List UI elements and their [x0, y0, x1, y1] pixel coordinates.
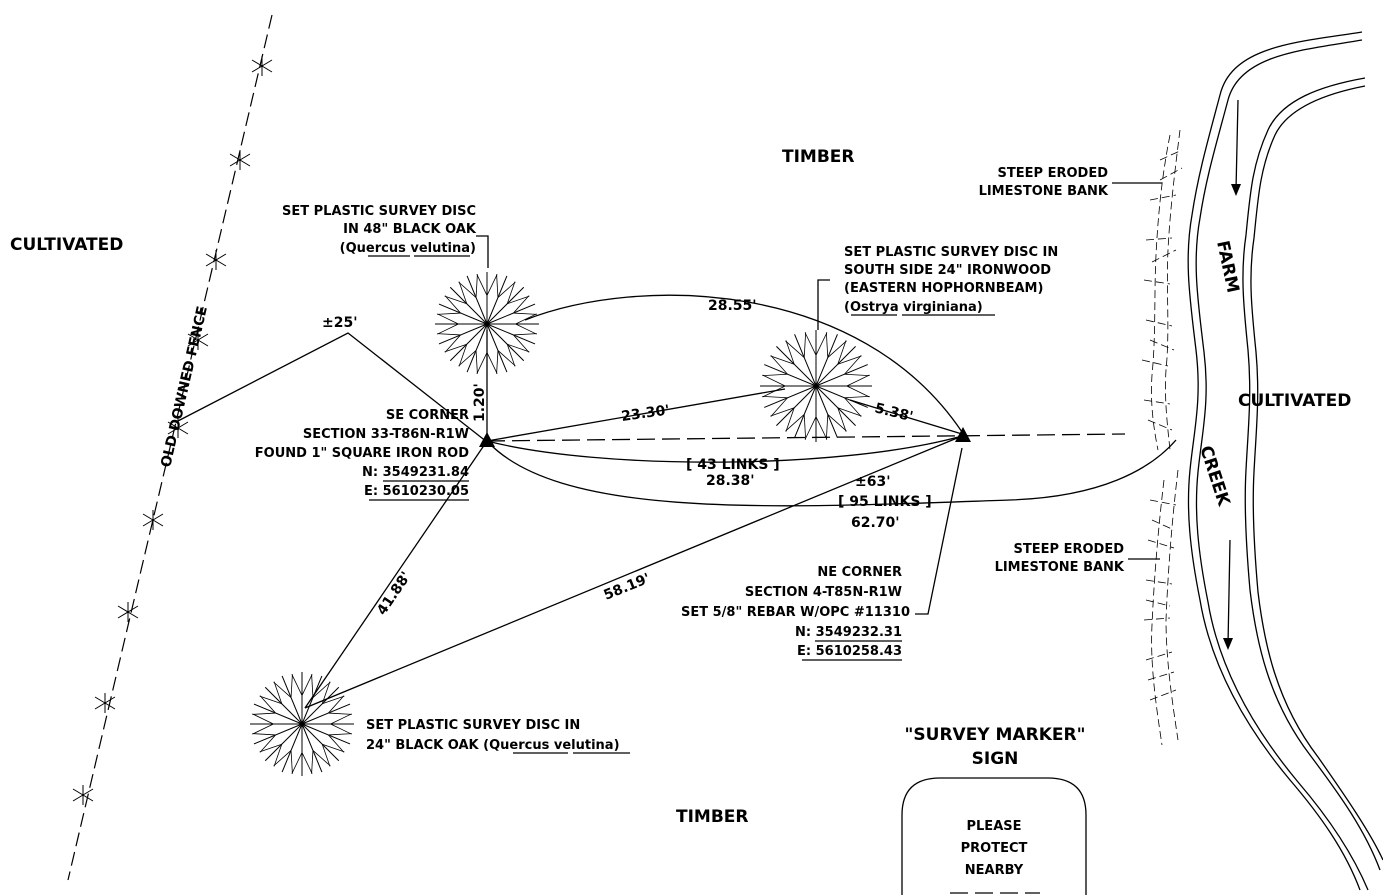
se-corner-monument	[479, 432, 495, 447]
svg-text:SET 5/8" REBAR W/OPC #11310: SET 5/8" REBAR W/OPC #11310	[681, 605, 910, 620]
svg-text:SECTION 4-T85N-R1W: SECTION 4-T85N-R1W	[745, 585, 902, 600]
dist-28-38: 28.38'	[706, 473, 755, 489]
survey-marker-sign: "SURVEY MARKER" SIGN PLEASE PROTECT NEAR…	[901, 725, 1087, 895]
sign-text-line2: PROTECT	[961, 841, 1028, 856]
svg-text:NE CORNER: NE CORNER	[817, 565, 902, 580]
area-cultivated-west: CULTIVATED	[10, 235, 123, 255]
old-fence: OLD DOWNED FENCE	[67, 14, 273, 881]
upper-bank	[1141, 129, 1183, 451]
tree-ironwood-24	[760, 330, 872, 442]
sign-title-line2: SIGN	[972, 749, 1019, 769]
sign-text-line1: PLEASE	[967, 819, 1022, 834]
svg-text:STEEP ERODED: STEEP ERODED	[998, 166, 1109, 181]
svg-text:SET PLASTIC SURVEY DISC IN: SET PLASTIC SURVEY DISC IN	[844, 245, 1058, 260]
fence-label: OLD DOWNED FENCE	[158, 305, 211, 469]
svg-text:IN 48" BLACK OAK: IN 48" BLACK OAK	[343, 222, 477, 237]
svg-text:SOUTH SIDE 24" IRONWOOD: SOUTH SIDE 24" IRONWOOD	[844, 263, 1051, 278]
dist-fence-tie: ±25'	[322, 315, 358, 331]
lower-bank-label: STEEP ERODED LIMESTONE BANK	[995, 542, 1160, 575]
tree-black-oak-24	[250, 672, 354, 776]
creek-label-creek: CREEK	[1195, 443, 1233, 509]
upper-bank-label: STEEP ERODED LIMESTONE BANK	[979, 166, 1162, 199]
svg-text:SE CORNER: SE CORNER	[386, 408, 469, 423]
svg-text:FOUND 1" SQUARE IRON ROD: FOUND 1" SQUARE IRON ROD	[255, 446, 469, 461]
ironwood-label: SET PLASTIC SURVEY DISC IN SOUTH SIDE 24…	[844, 245, 1058, 316]
svg-text:E: 5610230.05: E: 5610230.05	[364, 484, 469, 499]
dist-62-70: 62.70'	[851, 515, 900, 531]
svg-text:STEEP ERODED: STEEP ERODED	[1014, 542, 1125, 557]
svg-text:LIMESTONE BANK: LIMESTONE BANK	[979, 184, 1109, 199]
dist-se-to-ironwood: 23.30'	[620, 402, 670, 425]
svg-text:LIMESTONE BANK: LIMESTONE BANK	[995, 560, 1125, 575]
svg-text:SET PLASTIC SURVEY DISC IN: SET PLASTIC SURVEY DISC IN	[366, 718, 580, 733]
dist-ne-to-oak24: 58.19'	[602, 571, 653, 604]
dist-ironwood-to-ne: 5.38'	[873, 400, 915, 425]
tree-black-oak-48	[435, 272, 539, 376]
lower-bank	[1143, 469, 1179, 746]
ne-corner-label: NE CORNER SECTION 4-T85N-R1W SET 5/8" RE…	[681, 565, 910, 661]
area-cultivated-east: CULTIVATED	[1238, 391, 1351, 411]
svg-text:(Quercus velutina): (Quercus velutina)	[340, 241, 476, 256]
ne-corner-monument	[955, 427, 971, 442]
se-corner-label: SE CORNER SECTION 33-T86N-R1W FOUND 1" S…	[255, 408, 469, 501]
svg-text:E: 5610258.43: E: 5610258.43	[797, 644, 902, 659]
area-timber-south: TIMBER	[676, 807, 749, 827]
svg-text:SECTION 33-T86N-R1W: SECTION 33-T86N-R1W	[303, 427, 469, 442]
oak24-label: SET PLASTIC SURVEY DISC IN 24" BLACK OAK…	[366, 718, 630, 754]
sign-text-line3: NEARBY	[965, 863, 1024, 878]
oak48-label: SET PLASTIC SURVEY DISC IN 48" BLACK OAK…	[282, 204, 477, 257]
svg-text:24" BLACK OAK (Quercus velutin: 24" BLACK OAK (Quercus velutina)	[366, 738, 620, 753]
dist-oak48-to-ne: 28.55'	[708, 298, 757, 314]
svg-text:SET PLASTIC SURVEY DISC: SET PLASTIC SURVEY DISC	[282, 204, 476, 219]
sign-title-line1: "SURVEY MARKER"	[905, 725, 1086, 745]
dist-oak48-to-se: 1.20'	[472, 383, 488, 422]
svg-text:N: 3549232.31: N: 3549232.31	[795, 625, 902, 640]
area-timber-north: TIMBER	[782, 147, 855, 167]
svg-text:N: 3549231.84: N: 3549231.84	[362, 465, 469, 480]
dist-creek-tie: ±63'	[855, 474, 891, 490]
svg-text:(Ostrya virginiana): (Ostrya virginiana)	[844, 300, 983, 315]
links-95: [ 95 LINKS ]	[838, 494, 932, 510]
farm-creek: FARM CREEK	[1187, 31, 1383, 891]
svg-text:(EASTERN HOPHORNBEAM): (EASTERN HOPHORNBEAM)	[844, 281, 1043, 296]
survey-lines	[175, 294, 1177, 709]
links-43: [ 43 LINKS ]	[686, 457, 780, 473]
creek-label-farm: FARM	[1212, 239, 1243, 295]
